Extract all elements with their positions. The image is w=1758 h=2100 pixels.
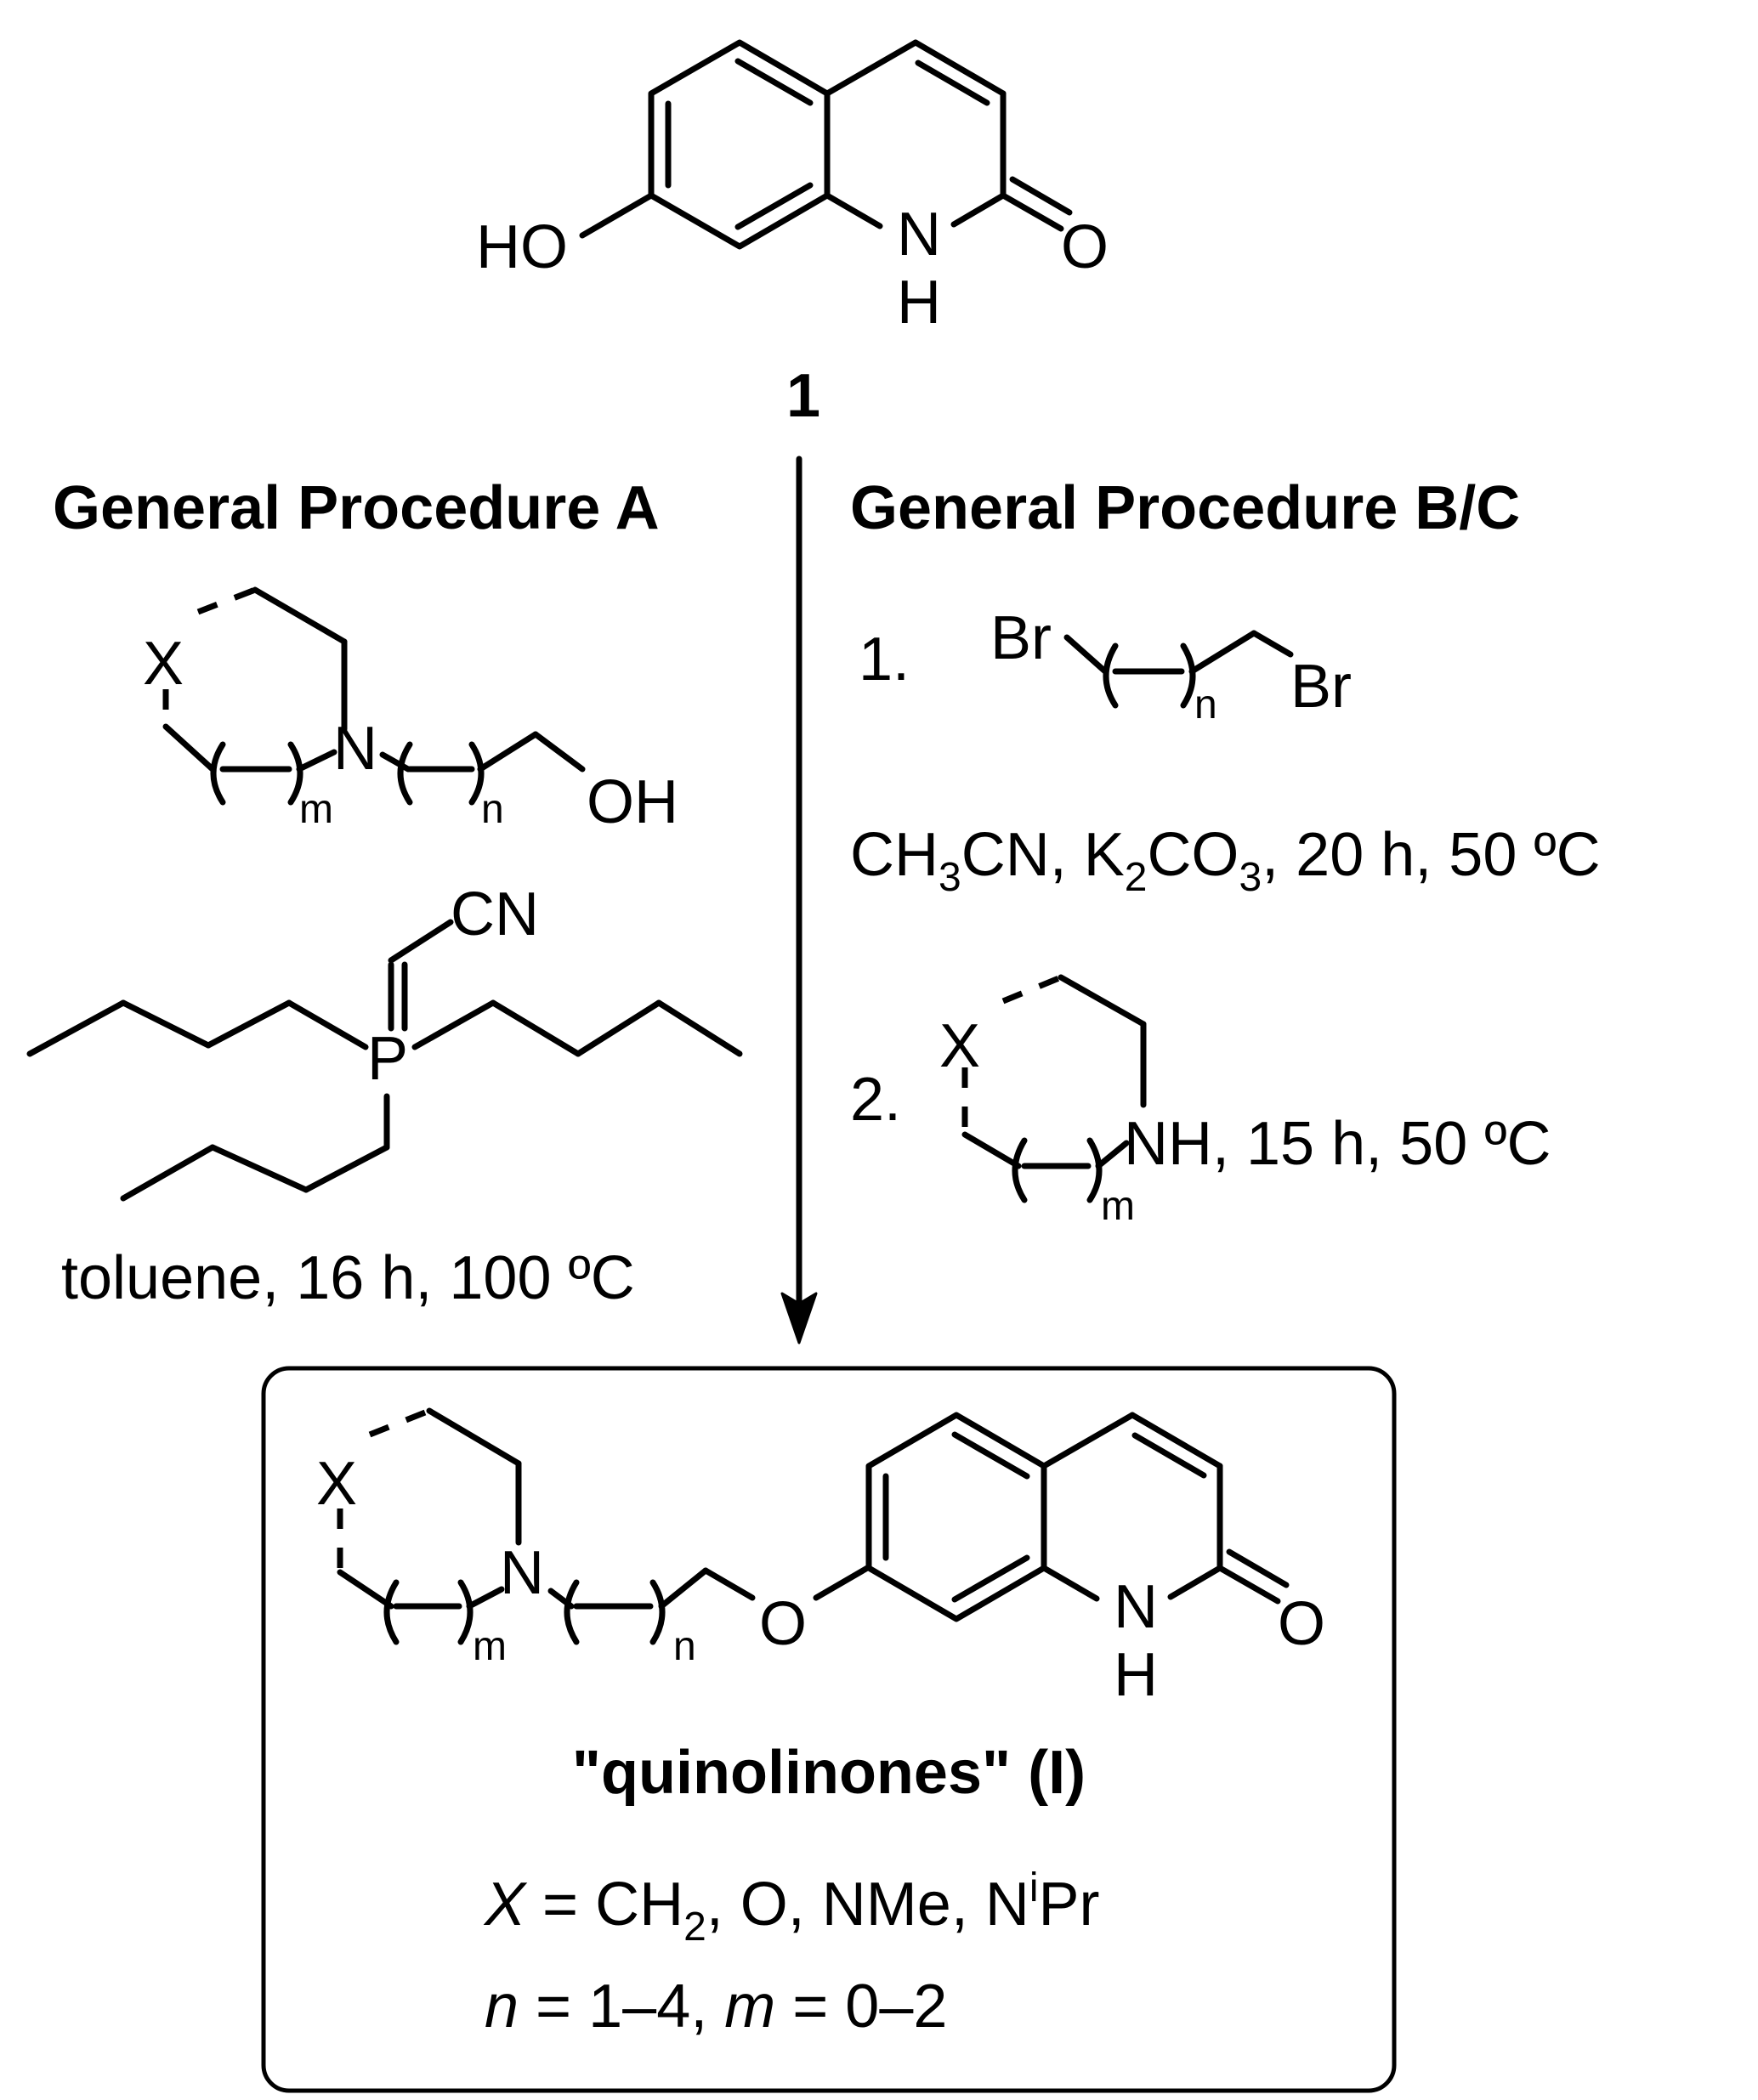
- amine-nh-label: NH, 15 h, 50 ºC: [1124, 1110, 1551, 1178]
- amino-alcohol-structure: X N m n OH: [143, 586, 678, 836]
- n-subscript: n: [481, 787, 504, 832]
- amine-ring-x-label: X: [143, 630, 184, 698]
- procedure-a-title: General Procedure A: [53, 474, 660, 542]
- n-subscript: n: [1194, 682, 1217, 727]
- product-amine-n-label: N: [500, 1539, 544, 1607]
- m-subscript: m: [299, 787, 333, 832]
- bromine-right-label: Br: [1290, 653, 1352, 721]
- amine-n-label: N: [333, 715, 377, 783]
- compound-1-structure: HO N H O: [476, 39, 1109, 337]
- nm-definition: n = 1–4, m = 0–2: [485, 1973, 947, 2041]
- step-1-index: 1.: [859, 625, 910, 693]
- hydroxyl-label: OH: [587, 768, 678, 836]
- amine-ring-x-label: X: [939, 1012, 980, 1080]
- procedure-bc-title: General Procedure B/C: [850, 474, 1520, 542]
- bromine-left-label: Br: [990, 604, 1052, 672]
- cyclic-amine-structure: X NH, 15 h, 50 ºC m: [939, 974, 1551, 1229]
- reaction-arrow: [780, 456, 818, 1344]
- ether-o-label: O: [759, 1590, 807, 1658]
- carbonyl-o-label: O: [1278, 1590, 1325, 1658]
- product-name: "quinolinones" (I): [572, 1739, 1086, 1807]
- ylide-reagent-structure: CN P: [26, 880, 743, 1202]
- product-structure: X N m n O N H O: [316, 1407, 1325, 1709]
- phosphorus-label: P: [367, 1025, 408, 1093]
- m-subscript: m: [473, 1624, 507, 1669]
- compound-1-number: 1: [786, 362, 820, 430]
- m-subscript: m: [1101, 1184, 1135, 1229]
- product-ring-x-label: X: [316, 1450, 357, 1518]
- n-subscript: n: [673, 1624, 696, 1669]
- procedure-a-conditions: toluene, 16 h, 100 ºC: [61, 1244, 635, 1312]
- nh-n-label: N: [1114, 1573, 1158, 1641]
- hydroxyl-label: HO: [476, 213, 568, 281]
- x-definition: X = CH2, O, NMe, NiPr: [483, 1865, 1100, 1950]
- step-1-conditions: CH3CN, K2CO3, 20 h, 50 ºC: [850, 821, 1601, 900]
- nh-n-label: N: [897, 201, 941, 269]
- nh-h-label: H: [897, 269, 941, 337]
- product-box: [261, 1366, 1397, 2093]
- nitrile-label: CN: [451, 880, 539, 948]
- dibromoalkane-structure: Br n Br: [990, 604, 1352, 727]
- nh-h-label: H: [1114, 1641, 1158, 1709]
- step-2-index: 2.: [850, 1066, 901, 1134]
- carbonyl-o-label: O: [1061, 213, 1109, 281]
